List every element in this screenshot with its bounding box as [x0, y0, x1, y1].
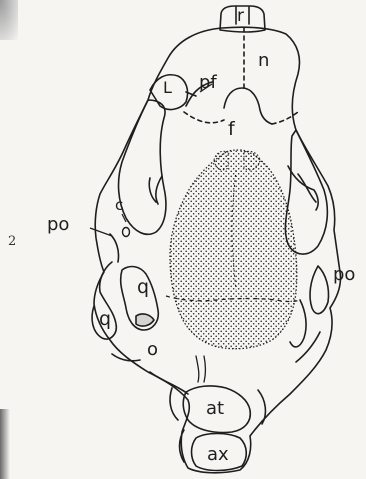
label-q-outer: q: [99, 310, 111, 329]
label-pf: pf: [199, 74, 217, 92]
label-po-left: po: [47, 216, 69, 234]
left-orbit-rim: [119, 100, 166, 234]
label-q-inner: q: [137, 278, 149, 297]
label-at: at: [206, 400, 224, 418]
label-c: c: [115, 198, 123, 213]
label-po-right: po: [333, 266, 355, 284]
label-r: r: [237, 8, 244, 25]
left-foramen: [123, 228, 130, 237]
label-ax: ax: [207, 446, 229, 464]
braincase-stippled: [170, 150, 297, 349]
label-o: o: [147, 341, 158, 359]
right-quadrate: [310, 266, 329, 314]
occipital-contour: [150, 372, 188, 394]
label-f: f: [228, 120, 235, 139]
label-L: L: [163, 80, 172, 96]
figure-number: 2: [8, 234, 16, 249]
nasal-frontal-suture: [184, 112, 224, 123]
label-n: n: [258, 52, 269, 70]
